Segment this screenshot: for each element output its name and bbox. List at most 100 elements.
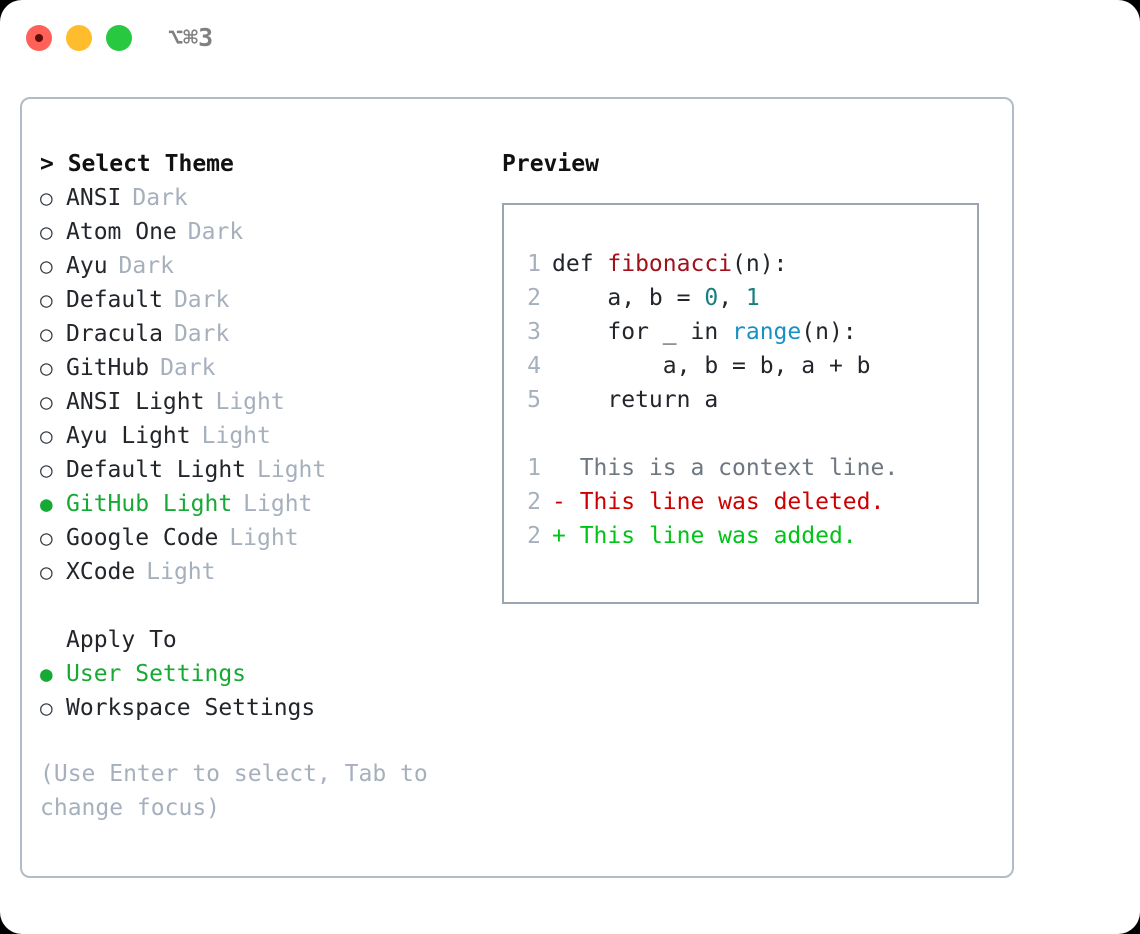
theme-variant-tag: Dark: [187, 219, 244, 245]
code-token-plain: (n):: [732, 251, 788, 277]
theme-option-default-light[interactable]: ○ Default Light Light: [40, 453, 500, 487]
radio-unselected-icon: ○: [40, 526, 53, 550]
diff-text: This is a context line.: [579, 455, 899, 481]
theme-variant-tag: Dark: [173, 321, 230, 347]
code-token-plain: return a: [552, 387, 719, 413]
select-theme-header: > Select Theme: [40, 151, 234, 177]
apply-to-option-workspace-settings[interactable]: ○Workspace Settings: [40, 691, 500, 725]
code-token-plain: a, b =: [552, 285, 705, 311]
diff-marker: [552, 455, 580, 481]
code-token-plain: (n):: [801, 319, 857, 345]
theme-option-github[interactable]: ○ GitHub Dark: [40, 351, 500, 385]
radio-unselected-icon: ○: [40, 288, 53, 312]
code-line: 4 a, b = b, a + b: [519, 349, 898, 383]
theme-option-dracula[interactable]: ○ Dracula Dark: [40, 317, 500, 351]
radio-unselected-icon: ○: [40, 560, 53, 584]
line-number: 2: [527, 285, 541, 311]
theme-variant-tag: Dark: [173, 287, 230, 313]
keyboard-hint-text: (Use Enter to select, Tab to change focu…: [40, 761, 428, 821]
theme-variant-tag: Light: [243, 491, 313, 517]
keyboard-shortcut-label: ⌥⌘3: [168, 23, 214, 52]
theme-variant-tag: Light: [257, 457, 327, 483]
theme-option-label: ANSI: [66, 185, 122, 211]
theme-option-label: Default Light: [66, 457, 247, 483]
apply-to-option-label: Workspace Settings: [66, 695, 316, 721]
theme-variant-tag: Light: [229, 525, 299, 551]
apply-to-option-list[interactable]: ● User Settings ○Workspace Settings: [40, 657, 500, 725]
radio-unselected-icon: ○: [40, 458, 53, 482]
theme-option-label: ANSI Light: [66, 389, 205, 415]
theme-option-label: Ayu Light: [66, 423, 191, 449]
code-token-plain: ,: [718, 285, 746, 311]
theme-variant-tag: Light: [201, 423, 271, 449]
theme-option-atom-one[interactable]: ○ Atom One Dark: [40, 215, 500, 249]
theme-option-ayu[interactable]: ○ Ayu Dark: [40, 249, 500, 283]
line-number: 4: [527, 353, 541, 379]
preview-header: Preview: [502, 151, 599, 177]
radio-selected-icon: ●: [40, 662, 53, 686]
theme-option-label: Ayu: [66, 253, 108, 279]
theme-option-google-code[interactable]: ○ Google Code Light: [40, 521, 500, 555]
theme-option-ansi-light[interactable]: ○ ANSI Light Light: [40, 385, 500, 419]
code-token-fn: fibonacci: [607, 251, 733, 277]
code-token-plain: for _ in: [552, 319, 733, 345]
code-token-plain: a, b = b, a + b: [552, 353, 871, 379]
line-number: 2: [527, 489, 541, 515]
theme-option-label: Dracula: [66, 321, 163, 347]
radio-unselected-icon: ○: [40, 390, 53, 414]
code-token-num: 1: [745, 285, 760, 311]
minimize-icon[interactable]: [66, 25, 92, 51]
theme-option-ayu-light[interactable]: ○ Ayu Light Light: [40, 419, 500, 453]
line-number: 5: [527, 387, 541, 413]
diff-text: This line was added.: [579, 523, 857, 549]
line-number: 2: [527, 523, 541, 549]
code-token-call: range: [732, 319, 802, 345]
diff-marker: +: [552, 523, 580, 549]
radio-unselected-icon: ○: [40, 356, 53, 380]
window-controls: [26, 25, 132, 51]
apply-to-option-label: User Settings: [66, 661, 247, 687]
code-line: 2 a, b = 0, 1: [519, 281, 898, 315]
theme-variant-tag: Dark: [132, 185, 188, 211]
apply-to-header: Apply To: [66, 627, 177, 653]
radio-unselected-icon: ○: [40, 254, 53, 278]
theme-variant-tag: Light: [146, 559, 216, 585]
code-token-plain: def: [552, 251, 608, 277]
radio-unselected-icon: ○: [40, 424, 53, 448]
theme-variant-tag: Dark: [118, 253, 174, 279]
theme-option-label: GitHub Light: [66, 491, 233, 517]
theme-variant-tag: Dark: [160, 355, 216, 381]
theme-option-label: XCode: [66, 559, 136, 585]
theme-variant-tag: Light: [215, 389, 285, 415]
radio-unselected-icon: ○: [40, 186, 53, 210]
apply-to-option-user-settings[interactable]: ● User Settings: [40, 657, 500, 691]
radio-unselected-icon: ○: [40, 322, 53, 346]
code-token-num: 0: [704, 285, 719, 311]
theme-option-xcode[interactable]: ○ XCode Light: [40, 555, 500, 589]
diff-text: This line was deleted.: [579, 489, 885, 515]
diff-line: 2 + This line was added.: [519, 519, 898, 553]
radio-unselected-icon: ○: [40, 220, 53, 244]
code-line: 3 for _ in range(n):: [519, 315, 898, 349]
title-bar: ⌥⌘3: [0, 0, 1140, 78]
maximize-icon[interactable]: [106, 25, 132, 51]
theme-option-ansi[interactable]: ○ ANSI Dark: [40, 181, 500, 215]
close-icon[interactable]: [26, 25, 52, 51]
diff-marker: -: [552, 489, 580, 515]
line-number: 1: [527, 455, 541, 481]
theme-option-default[interactable]: ○ Default Dark: [40, 283, 500, 317]
theme-option-label: Default: [66, 287, 163, 313]
theme-option-label: Google Code: [66, 525, 219, 551]
diff-line: 2- This line was deleted.: [519, 485, 898, 519]
theme-option-label: Atom One: [66, 219, 177, 245]
theme-option-label: GitHub: [66, 355, 150, 381]
